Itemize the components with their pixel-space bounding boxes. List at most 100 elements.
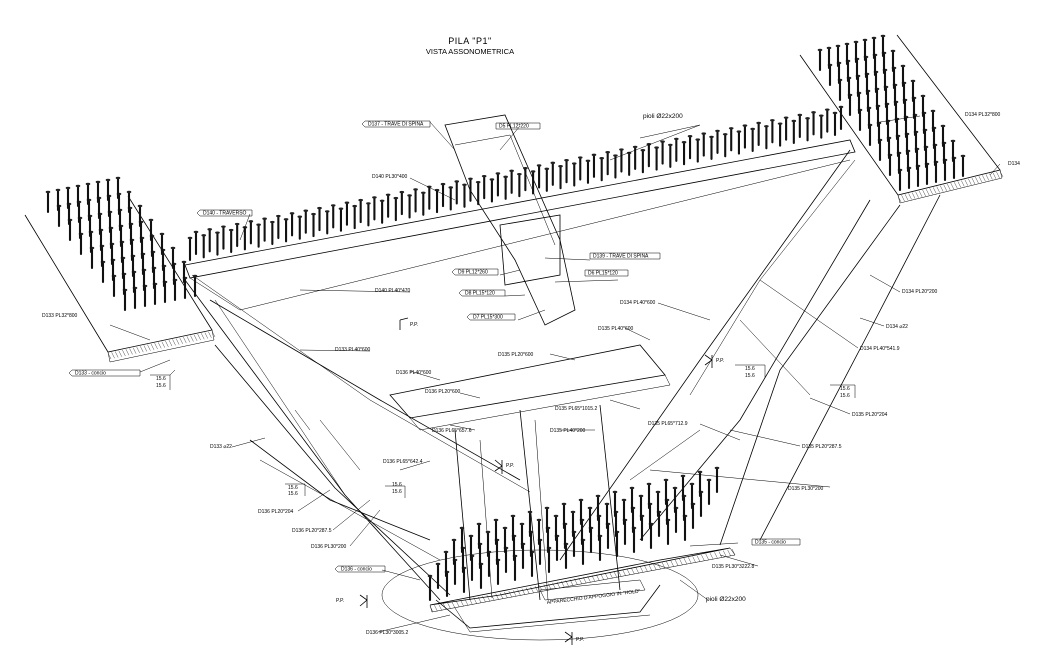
- stud-head: [930, 109, 936, 113]
- stud-head: [742, 124, 748, 127]
- label-d136a: D136 PL40*600: [396, 370, 432, 376]
- hatch-mark: [591, 575, 596, 582]
- stud-head: [485, 530, 491, 534]
- hatch-mark: [936, 186, 940, 193]
- stud-head: [646, 143, 652, 146]
- stud-head: [503, 175, 508, 179]
- stud-head: [137, 204, 143, 208]
- stud-head: [358, 198, 363, 202]
- hatch-mark: [908, 193, 912, 200]
- hatch-mark: [618, 570, 622, 577]
- stud-head: [366, 202, 371, 205]
- label-weld-4b: 15.6: [288, 491, 298, 497]
- hatch-mark: [125, 349, 130, 356]
- stud-head: [764, 125, 769, 128]
- hatch-mark: [438, 604, 442, 611]
- hatch-mark: [600, 573, 604, 580]
- label-d136i: D136 PL30*3005.2: [366, 630, 408, 636]
- stud-head: [640, 149, 646, 152]
- label-d140a: D140 PL30*400: [372, 174, 408, 180]
- label-d137: D137 - TRAVE DI SPINA: [368, 122, 424, 128]
- label-d139: D139 - TRAVE DI SPINA: [593, 254, 649, 260]
- stud-head: [201, 234, 207, 237]
- label-pp-1: P.P.: [410, 322, 418, 328]
- stud-head: [530, 170, 536, 173]
- hatch-mark: [129, 348, 133, 355]
- stud-head: [523, 166, 528, 170]
- hatch-mark: [504, 591, 508, 599]
- stud-head: [832, 111, 838, 115]
- stud-head: [791, 119, 797, 123]
- stud-head: [797, 113, 803, 117]
- label-pioli-top: pioli Ø22x200: [643, 113, 683, 120]
- hatch-mark: [122, 349, 126, 357]
- stud-head: [817, 48, 823, 52]
- stud-head: [435, 562, 441, 566]
- hatch-mark: [132, 347, 137, 354]
- stud-head: [443, 550, 449, 554]
- hatch-mark: [705, 553, 709, 561]
- weld-symbols: [150, 317, 856, 645]
- label-d136e: D136 PL20*204: [258, 509, 294, 515]
- stud-head: [289, 212, 295, 215]
- hatch-mark: [670, 560, 674, 567]
- stud-head: [193, 230, 199, 234]
- label-weld-1a: 15.6: [156, 376, 166, 382]
- hatch-mark: [460, 600, 464, 607]
- hatch-mark: [143, 345, 148, 352]
- label-d133a: D133 PL32*800: [42, 313, 78, 319]
- stud-head: [940, 124, 946, 128]
- stud-head: [413, 188, 418, 191]
- label-pp-4: P.P.: [336, 598, 344, 604]
- label-pp-3: P.P.: [506, 463, 514, 469]
- hatch-mark: [968, 178, 972, 185]
- hatch-mark: [631, 567, 635, 575]
- hatch-mark: [933, 187, 937, 194]
- hatch-mark: [569, 579, 574, 586]
- stud-head: [527, 510, 533, 514]
- hatch-mark: [464, 599, 469, 606]
- hatch-mark: [168, 340, 173, 347]
- hatch-mark: [183, 336, 187, 344]
- stud-head: [818, 114, 824, 117]
- stud-head: [338, 207, 344, 210]
- hatch-mark: [639, 566, 644, 573]
- stud-head: [900, 64, 906, 68]
- hatch-mark: [158, 342, 162, 349]
- stud-head: [324, 210, 330, 213]
- stud-head: [344, 201, 350, 204]
- stud-head: [311, 212, 316, 216]
- stud-head: [115, 176, 121, 180]
- label-d134a: D134 PL32*800: [965, 112, 1001, 118]
- label-weld-4a: 15.6: [288, 485, 298, 491]
- hatch-mark: [587, 576, 591, 583]
- hatch-mark: [622, 569, 626, 576]
- hatch-mark: [709, 553, 714, 560]
- stud-head: [407, 194, 412, 197]
- hatch-mark: [915, 191, 919, 198]
- label-pp-2: P.P.: [716, 358, 724, 364]
- stud-head: [561, 502, 567, 506]
- hatch-mark: [943, 184, 947, 191]
- hatch-mark: [111, 352, 115, 359]
- hatch-mark: [477, 596, 482, 603]
- shear-studs: [45, 34, 966, 602]
- hatch-mark: [429, 605, 434, 613]
- stud-head: [585, 159, 591, 163]
- label-weld-2a: 15.6: [745, 366, 755, 372]
- stud-head: [709, 135, 714, 139]
- hatch-mark: [971, 177, 976, 184]
- hatch-mark: [925, 189, 930, 196]
- stud-head: [680, 474, 686, 478]
- label-d134b: D134: [1008, 161, 1020, 167]
- hatch-mark: [491, 594, 495, 601]
- label-weld-5a: 15.6: [392, 482, 402, 488]
- stud-head: [604, 502, 610, 506]
- stud-head: [481, 174, 487, 178]
- label-d135j: D135 PL30*3222.8: [712, 564, 754, 570]
- hatch-mark: [911, 192, 916, 199]
- hatch-mark: [451, 601, 456, 608]
- hatch-mark: [727, 549, 731, 556]
- stud-head: [256, 223, 261, 226]
- drawing-subtitle: VISTA ASSONOMETRICA: [425, 47, 515, 56]
